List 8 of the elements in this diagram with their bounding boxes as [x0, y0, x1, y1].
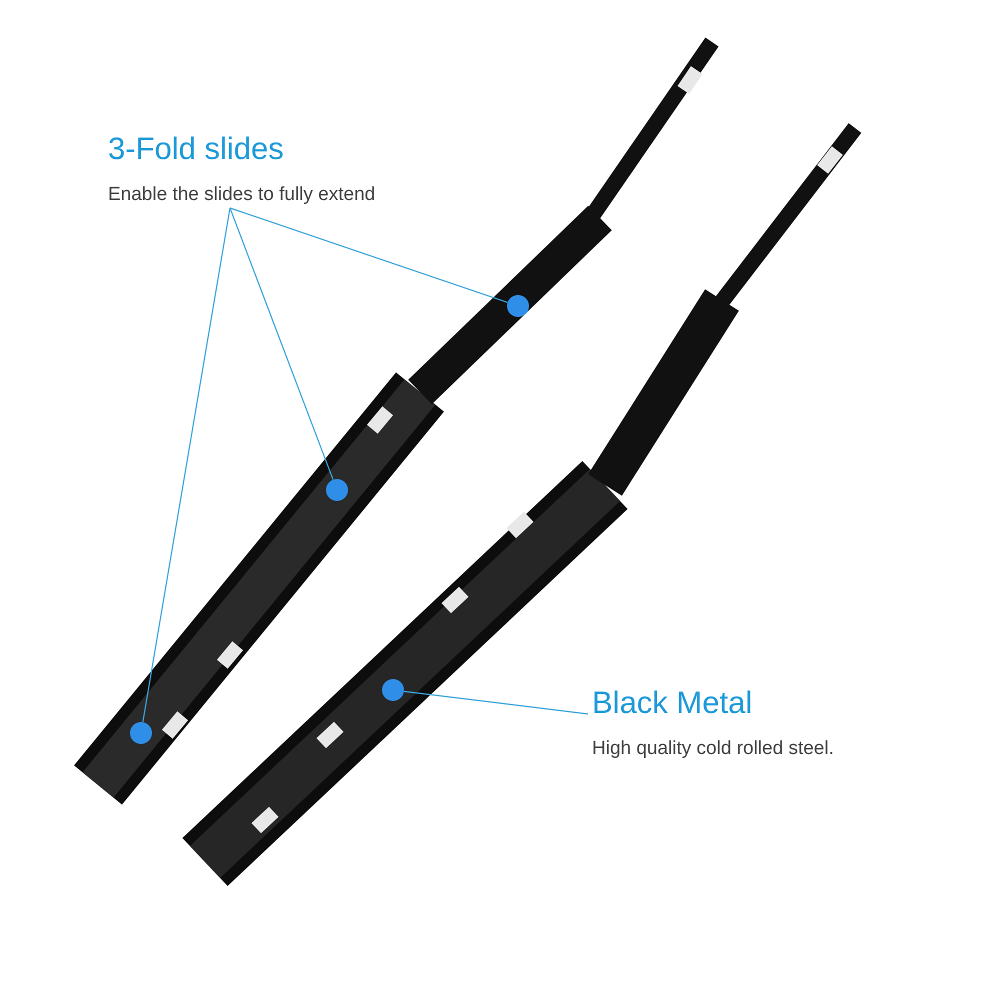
callout-title: 3-Fold slides: [108, 130, 285, 168]
leader-line: [142, 208, 231, 722]
callout-description: High quality cold rolled steel.: [592, 736, 835, 761]
callout-description: Enable the slides to fully extend: [108, 182, 376, 207]
leader-line: [230, 207, 508, 304]
leader-line: [229, 208, 334, 480]
leader-line: [404, 690, 588, 715]
callout-title: Black Metal: [592, 684, 754, 722]
